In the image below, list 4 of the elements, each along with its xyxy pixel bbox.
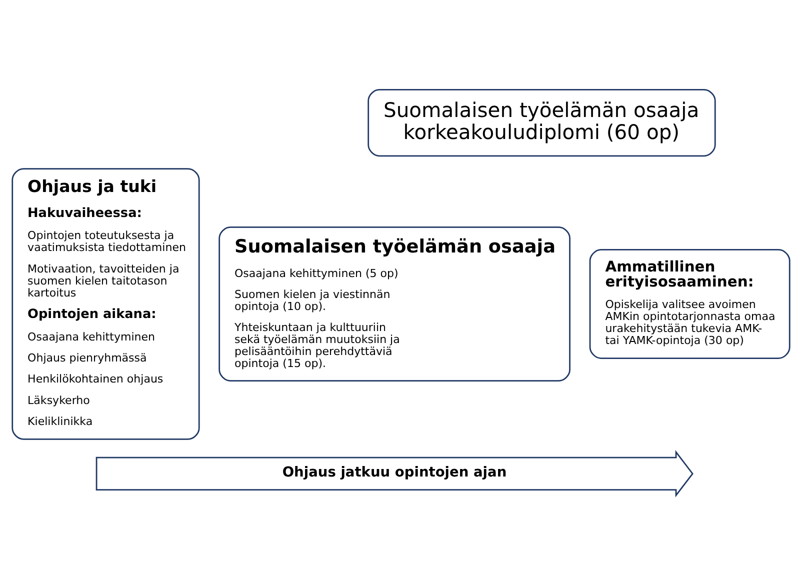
node-box: Suomalaisen työelämän osaaja korkeakouludiplomi (60 op) [368,89,716,157]
node-box: Ohjaus ja tuki Hakuvaiheessa: Opintojen toteutuksesta ja vaatimuksista tiedottaminen Motivaation, tavoitteiden ja suomen kielen taitotason kartoitus Opintojen aikana: Osaajana kehittyminen Ohjaus pienryhmässä Henkilökohtainen ohjaus Läksykerho Kieliklinikka [12,168,200,440]
node-box: Suomalaisen työelämän osaaja Osaajana kehittyminen (5 op) Suomen kielen ja viestinnän opintoja (10 op). Yhteiskuntaan ja kulttuuriin sekä työelämän muutoksiin ja pelisääntöihin perehdyttäviä opintoja (15 op). [218,226,570,382]
node-box: Ammatillinen erityisosaaminen: Opiskelija valitsee avoimen AMKin opintotarjonnasta omaa urakehitystään tukevia AMK- tai YAMK-opintoja (30 op) [589,249,790,359]
